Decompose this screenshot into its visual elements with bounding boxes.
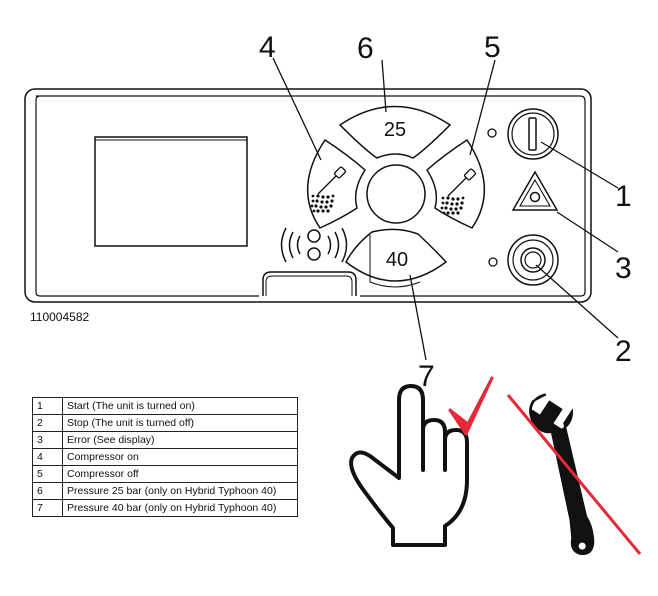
pointing-hand-icon <box>349 384 469 547</box>
callout-1: 1 <box>615 180 632 213</box>
legend-number: 7 <box>32 499 63 517</box>
control-panel <box>24 88 592 303</box>
legend-description: Stop (The unit is turned off) <box>62 414 298 432</box>
check-mark-icon <box>448 376 494 436</box>
pressure-25-label: 25 <box>384 119 406 141</box>
legend-row: 5 Compressor off <box>32 465 298 483</box>
stop-indicator-led <box>488 257 498 267</box>
pressure-40-label: 40 <box>386 249 408 271</box>
legend-row: 7 Pressure 40 bar (only on Hybrid Typhoo… <box>32 499 298 517</box>
stop-icon <box>520 247 546 273</box>
callout-6: 6 <box>357 32 374 65</box>
callout-4: 4 <box>259 31 276 64</box>
compressor-off-button[interactable] <box>426 138 486 229</box>
compressor-on-button[interactable] <box>306 138 366 229</box>
legend-number: 6 <box>32 482 63 500</box>
legend-description: Pressure 25 bar (only on Hybrid Typhoon … <box>62 482 298 500</box>
prohibition-line <box>506 394 642 555</box>
legend-number: 2 <box>32 414 63 432</box>
start-indicator-led <box>487 128 497 138</box>
callout-7: 7 <box>418 360 435 393</box>
start-icon <box>528 117 537 151</box>
stop-button[interactable] <box>507 234 559 286</box>
center-button[interactable] <box>366 164 426 224</box>
wrench-icon <box>529 393 595 556</box>
pressure-25-button[interactable]: 25 <box>338 105 452 159</box>
callout-leaders <box>272 57 619 361</box>
display-screen <box>94 136 248 247</box>
legend-number: 4 <box>32 448 63 466</box>
legend-row: 1 Start (The unit is turned on) <box>32 397 298 415</box>
document-number: 110004582 <box>30 310 90 324</box>
legend-description: Error (See display) <box>62 431 298 449</box>
legend-description: Compressor on <box>62 448 298 466</box>
start-button[interactable] <box>507 108 559 160</box>
legend-description: Compressor off <box>62 465 298 483</box>
legend-description: Start (The unit is turned on) <box>62 397 298 415</box>
callout-5: 5 <box>484 31 501 64</box>
pressure-40-button[interactable]: 40 <box>345 228 448 288</box>
sound-signal-icon <box>280 227 348 263</box>
legend-row: 4 Compressor on <box>32 448 298 466</box>
legend-number: 1 <box>32 397 63 415</box>
callout-3: 3 <box>615 252 632 285</box>
legend-table: 1 Start (The unit is turned on) 2 Stop (… <box>32 397 298 517</box>
legend-row: 6 Pressure 25 bar (only on Hybrid Typhoo… <box>32 482 298 500</box>
legend-number: 3 <box>32 431 63 449</box>
legend-row: 2 Stop (The unit is turned off) <box>32 414 298 432</box>
callout-2: 2 <box>615 335 632 368</box>
legend-description: Pressure 40 bar (only on Hybrid Typhoon … <box>62 499 298 517</box>
legend-row: 3 Error (See display) <box>32 431 298 449</box>
error-triangle-icon <box>511 170 559 211</box>
legend-number: 5 <box>32 465 63 483</box>
